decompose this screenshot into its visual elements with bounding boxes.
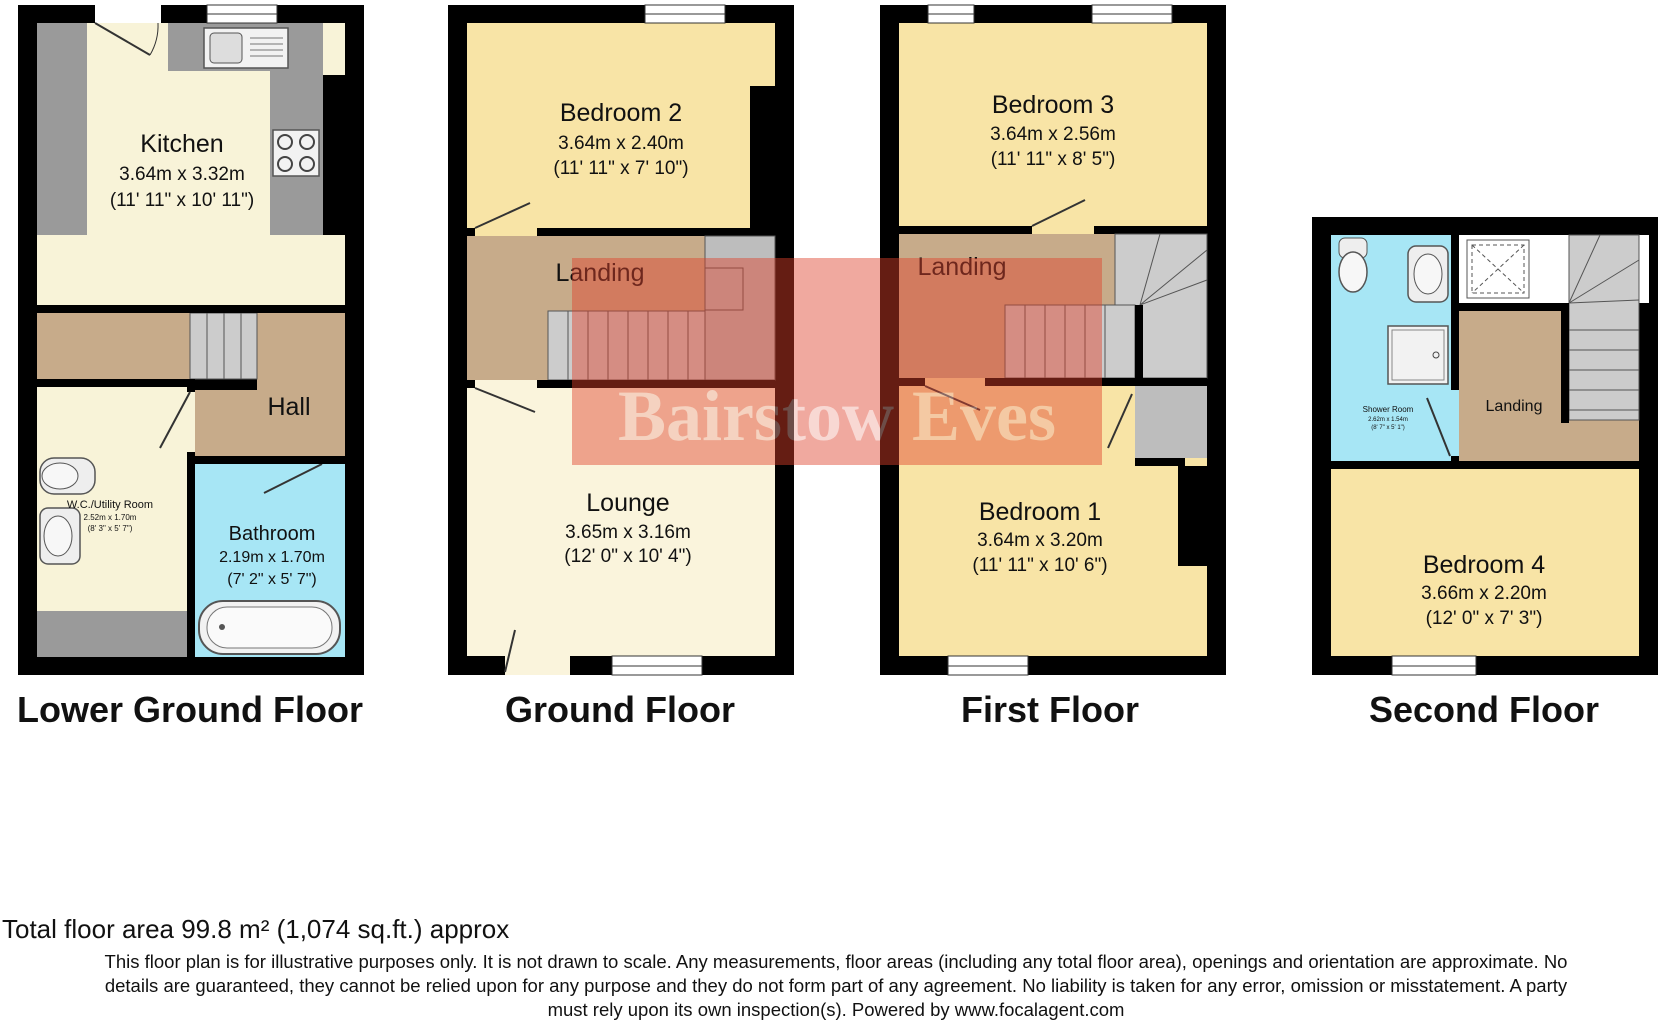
room-name: Landing — [1486, 398, 1543, 415]
door-swing-icon — [474, 202, 537, 236]
room-imperial: (7' 2" x 5' 7") — [227, 571, 317, 588]
room-metric: 3.64m x 2.56m — [990, 124, 1116, 145]
room-imperial: (8' 7" x 5' 1") — [1371, 425, 1405, 431]
bath-icon — [198, 600, 341, 655]
sink-icon — [203, 27, 289, 69]
staircase-icon — [547, 235, 776, 381]
hall-room — [257, 313, 345, 456]
room-name: Kitchen — [140, 130, 223, 158]
lower-ground-floor-plan: Kitchen 3.64m x 3.32m (11' 11" x 10' 11"… — [18, 4, 364, 675]
kitchen-worktop-left — [37, 23, 87, 235]
door-swing-icon — [1107, 392, 1135, 452]
first-floor-plan: Bedroom 3 3.64m x 2.56m (11' 11" x 8' 5"… — [880, 4, 1226, 676]
bedroom-2-room — [467, 23, 775, 228]
ground-floor-plan: Bedroom 2 3.64m x 2.40m (11' 11" x 7' 10… — [448, 4, 794, 676]
room-metric: 3.64m x 3.20m — [977, 530, 1103, 551]
door-swing-icon — [504, 629, 570, 675]
disclaimer-line: must rely upon its own inspection(s). Po… — [547, 999, 1125, 1020]
bedroom-3-room — [899, 23, 1207, 226]
room-metric: 2.52m x 1.70m — [84, 513, 137, 522]
floor-title: Second Floor — [1369, 689, 1599, 730]
room-imperial: (11' 11" x 10' 6") — [972, 555, 1107, 576]
basin-icon — [1407, 245, 1449, 303]
room-metric: 3.64m x 2.40m — [558, 133, 684, 154]
watermark-text: Bairstow Eves — [618, 376, 1056, 456]
window-icon — [611, 655, 703, 676]
window-icon — [644, 4, 726, 24]
window-icon — [206, 4, 278, 24]
room-name: Lounge — [586, 489, 669, 517]
door-swing-icon — [159, 391, 195, 452]
floor-title: Lower Ground Floor — [17, 689, 363, 730]
room-metric: 2.62m x 1.54m — [1368, 417, 1408, 423]
disclaimer-line: This floor plan is for illustrative purp… — [104, 951, 1568, 972]
room-imperial: (11' 11" x 8' 5") — [991, 149, 1116, 170]
total-floor-area: Total floor area 99.8 m² (1,074 sq.ft.) … — [2, 914, 510, 944]
door-swing-icon — [1426, 390, 1459, 457]
door-swing-icon — [94, 5, 161, 56]
room-metric: 3.66m x 2.20m — [1421, 583, 1547, 604]
disclaimer: This floor plan is for illustrative purp… — [0, 950, 1672, 1022]
toilet-icon — [39, 457, 96, 495]
floor-title: First Floor — [961, 689, 1139, 730]
second-floor-plan: Shower Room 2.62m x 1.54m (8' 7" x 5' 1"… — [1312, 217, 1658, 676]
room-name: Landing — [918, 253, 1007, 281]
landing-room — [1459, 311, 1569, 461]
lounge-room — [467, 388, 775, 656]
skylight-icon — [1466, 239, 1530, 299]
door-swing-icon — [474, 380, 537, 413]
bedroom-4-room — [1331, 469, 1639, 656]
basin-icon — [39, 507, 81, 565]
room-name: Bedroom 1 — [979, 498, 1101, 526]
disclaimer-line: details are guaranteed, they cannot be r… — [104, 975, 1568, 996]
door-swing-icon — [1031, 199, 1094, 234]
room-name: Bedroom 3 — [992, 91, 1114, 119]
room-name: W.C./Utility Room — [67, 499, 153, 511]
room-metric: 3.64m x 3.32m — [119, 164, 245, 185]
toilet-icon — [1338, 237, 1368, 293]
window-icon — [947, 655, 1029, 676]
room-name: Hall — [267, 393, 310, 421]
room-name: Shower Room — [1363, 405, 1414, 414]
room-name: Bathroom — [229, 523, 316, 545]
window-icon — [1391, 655, 1477, 676]
room-imperial: (11' 11" x 7' 10") — [553, 158, 688, 179]
room-imperial: (12' 0" x 7' 3") — [1426, 608, 1543, 629]
room-imperial: (12' 0" x 10' 4") — [564, 546, 691, 567]
window-icon — [1091, 4, 1173, 24]
room-name: Bedroom 4 — [1423, 551, 1545, 579]
door-swing-icon — [924, 378, 985, 411]
room-metric: 3.65m x 3.16m — [565, 522, 691, 543]
staircase-icon — [1568, 234, 1640, 421]
staircase-icon — [189, 312, 258, 380]
floor-title: Ground Floor — [505, 689, 735, 730]
hob-icon — [272, 129, 320, 177]
room-name: Bedroom 2 — [560, 99, 682, 127]
window-icon — [927, 4, 975, 24]
shower-tray-icon — [1387, 325, 1449, 385]
watermark-logo: Bairstow Eves — [572, 258, 1102, 465]
room-imperial: (11' 11" x 10' 11") — [110, 190, 254, 211]
room-metric: 2.19m x 1.70m — [219, 549, 325, 566]
room-imperial: (8' 3" x 5' 7") — [88, 524, 133, 533]
room-name: Landing — [556, 259, 645, 287]
staircase-icon — [1004, 233, 1208, 379]
